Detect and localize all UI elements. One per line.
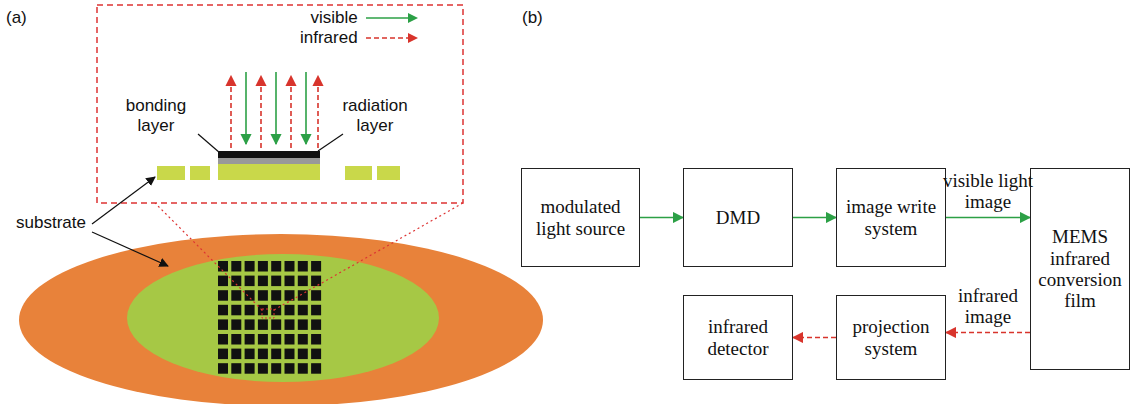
flow-arrow <box>640 217 683 219</box>
legend-text: visible <box>310 8 357 28</box>
zoom-spot <box>262 309 274 318</box>
edge-label: infrared image <box>938 286 1038 328</box>
legend-text: infrared <box>300 28 358 48</box>
part-label: substrate <box>16 213 86 233</box>
box-text: infrared detector <box>688 316 788 359</box>
substrate-strip <box>157 164 400 180</box>
outer-ring <box>19 234 543 404</box>
emission-arrows <box>231 72 318 148</box>
panel-label: (b) <box>522 8 543 28</box>
leader-line <box>318 134 343 151</box>
leader-line <box>198 134 220 153</box>
legend: visibleinfrared <box>300 8 420 48</box>
radiation-layer <box>218 151 320 158</box>
box-text: DMD <box>716 207 760 228</box>
process-box: projection system <box>836 295 946 380</box>
process-box: DMD <box>683 168 793 267</box>
part-label: radiation layer <box>330 96 420 137</box>
legend-sample <box>364 31 420 45</box>
edge-label: visible light image <box>938 171 1038 213</box>
flow-arrow <box>946 217 1030 219</box>
legend-row: infrared <box>300 28 420 48</box>
box-text: projection system <box>841 316 941 359</box>
pixel-array <box>218 261 321 374</box>
zoom-inset <box>97 5 463 203</box>
flow-arrow <box>793 217 836 219</box>
process-box: MEMS infrared conversion film <box>1030 168 1130 370</box>
legend-row: visible <box>300 8 420 28</box>
process-box: image write system <box>836 168 946 267</box>
box-text: image write system <box>841 196 941 239</box>
leader-arrow <box>92 232 168 266</box>
process-box: modulated light source <box>521 168 640 267</box>
zoom-line <box>274 203 463 310</box>
flow-arrow <box>946 332 1030 334</box>
substrate-disc <box>127 254 439 382</box>
leader-arrow <box>92 177 155 224</box>
part-label: bonding layer <box>112 96 200 137</box>
box-text: modulated light source <box>526 196 635 239</box>
process-box: infrared detector <box>683 295 793 380</box>
panel-label: (a) <box>6 8 27 28</box>
flow-arrow <box>793 337 836 339</box>
bonding-layer <box>218 158 320 164</box>
box-text: MEMS infrared conversion film <box>1035 226 1125 311</box>
zoom-line <box>155 203 262 310</box>
legend-sample <box>364 11 420 25</box>
